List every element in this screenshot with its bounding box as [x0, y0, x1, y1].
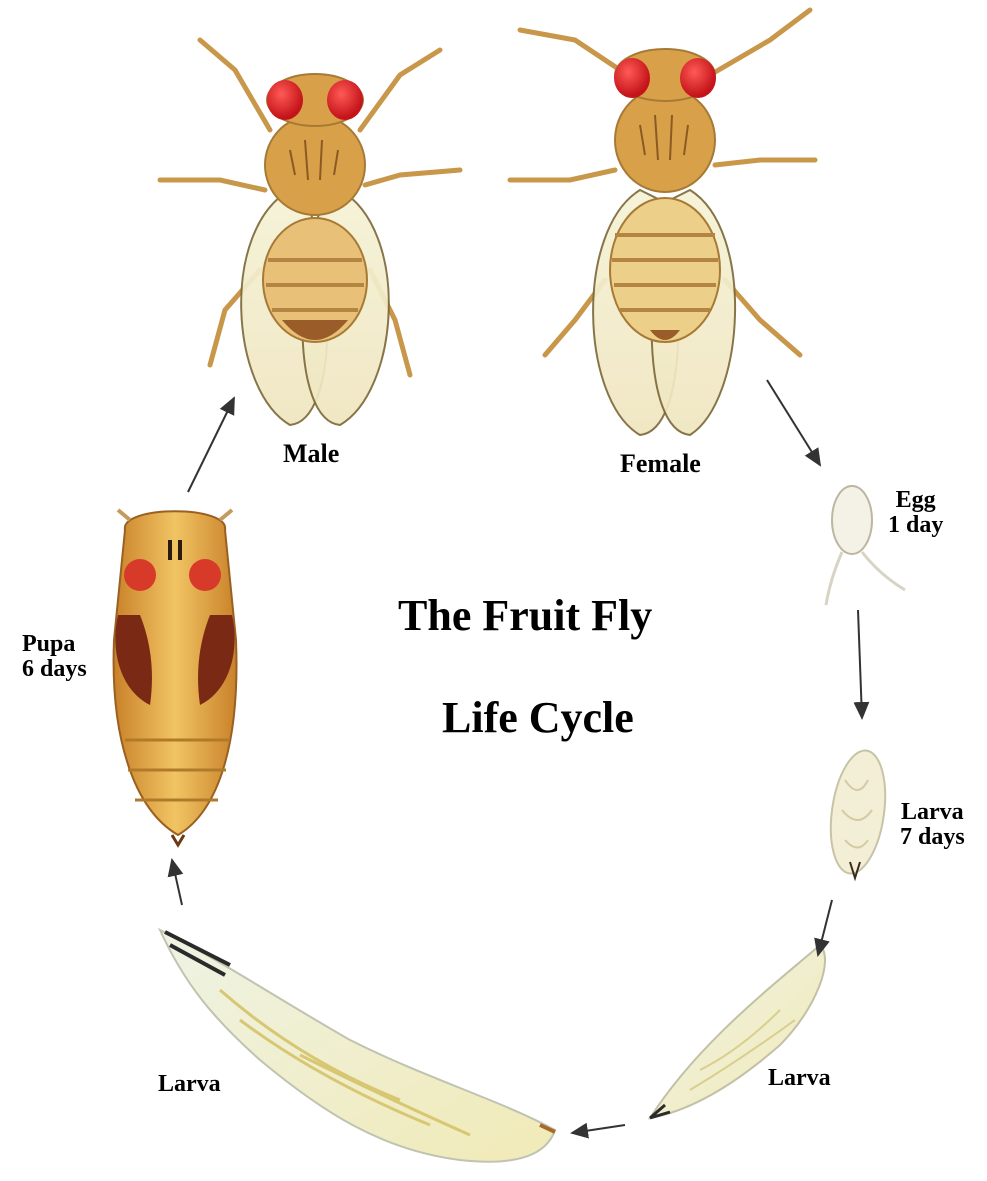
female-fly [510, 10, 815, 435]
pupa-label-group: Pupa 6 days [22, 632, 87, 682]
larva-second [650, 945, 825, 1118]
title-line-1: The Fruit Fly [398, 590, 652, 641]
larva-third [160, 930, 555, 1162]
title-line-2: Life Cycle [442, 692, 634, 743]
arrow-female-to-egg [767, 380, 820, 465]
egg-duration: 1 day [888, 513, 943, 538]
arrow-larva-to-larva [818, 900, 832, 955]
larva-first-label: Larva [900, 800, 965, 825]
pupa [114, 510, 237, 845]
pupa-label: Pupa [22, 632, 87, 657]
arrow-larva-to-larva-big [572, 1125, 625, 1133]
larva-first-duration: 7 days [900, 825, 965, 850]
arrow-larva-to-pupa [172, 860, 182, 905]
larva-first-label-group: Larva 7 days [900, 800, 965, 850]
larva-second-label: Larva [768, 1066, 831, 1091]
larva-third-label: Larva [158, 1072, 221, 1097]
arrow-pupa-to-male [188, 398, 234, 492]
egg-label: Egg [888, 488, 943, 513]
larva-first [824, 747, 893, 878]
female-label: Female [620, 450, 701, 477]
arrow-egg-to-larva [858, 610, 862, 718]
male-fly [160, 40, 460, 425]
egg-label-group: Egg 1 day [888, 488, 943, 538]
pupa-duration: 6 days [22, 657, 87, 682]
male-label: Male [283, 440, 339, 467]
